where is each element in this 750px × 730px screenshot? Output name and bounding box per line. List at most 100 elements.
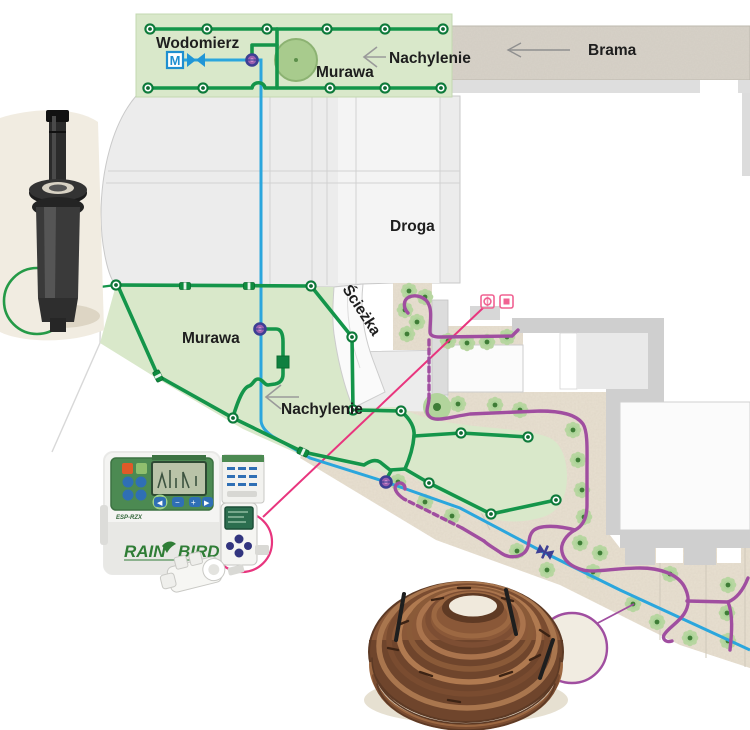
- building-tab-1: [625, 548, 655, 565]
- sprinkler-nozzle-cap: [46, 110, 69, 122]
- sprinkler-product-photo: [0, 110, 104, 341]
- drip-coil-product-photo: [364, 581, 568, 730]
- bird-icon: [162, 541, 176, 553]
- label-murawa-main: Murawa: [182, 330, 240, 347]
- building-right-wall-upper: [648, 318, 664, 390]
- sprinkler-body: [36, 207, 80, 298]
- coil-hole: [449, 595, 497, 617]
- plant-icon: [591, 544, 609, 562]
- sprinkler-node-icon: [261, 23, 273, 35]
- drip-west-dashed: [402, 497, 464, 530]
- tree-icon: [274, 38, 318, 82]
- main-valve-icon: [535, 543, 555, 561]
- sprinkler-node-icon: [379, 82, 391, 94]
- supply-line-layer: M: [165, 50, 750, 652]
- sprinkler-node-icon: [227, 412, 239, 424]
- building-notch-2: [717, 548, 741, 563]
- sprinkler-node-icon: [550, 494, 562, 506]
- lawn-main: [100, 285, 567, 522]
- pipe-top-lateral-2: [146, 80, 447, 90]
- building-notch-1: [656, 548, 683, 563]
- drip-spur-connector: [685, 599, 730, 604]
- plan-labels: Wodomierz Murawa Nachylenie Brama Droga …: [156, 35, 637, 418]
- controller-button[interactable]: [135, 489, 147, 501]
- building-main-room: [619, 401, 750, 531]
- remote-buttons[interactable]: [226, 534, 252, 558]
- signal-layer: [262, 294, 514, 518]
- controller-button[interactable]: [136, 463, 147, 474]
- electric-valve-icon: [253, 322, 267, 336]
- plant-icon: [719, 576, 737, 594]
- sprinkler-node-icon: [110, 279, 122, 291]
- sprinkler-node-icon: [321, 23, 333, 35]
- sprinkler-node-icon: [485, 508, 497, 520]
- label-nachylenie-top: Nachylenie: [389, 50, 471, 67]
- controller-button[interactable]: [172, 497, 184, 507]
- gate-arrow-icon: [506, 42, 570, 58]
- building-small-block: [470, 306, 500, 320]
- drip-arch-right-leg: [559, 528, 585, 572]
- sprinkler-node-icon: [144, 23, 156, 35]
- sprinkler-node-icon: [395, 405, 407, 417]
- sprinkler-node-icon: [423, 477, 435, 489]
- building-tab-2: [684, 548, 716, 565]
- controller-button[interactable]: [135, 476, 147, 488]
- controller-module: [221, 454, 265, 504]
- svg-text:◀: ◀: [157, 500, 163, 507]
- signal-line: [262, 307, 484, 518]
- water-meter-icon: M: [165, 50, 185, 70]
- drip-top-run: [402, 294, 520, 339]
- supply-line: [183, 58, 750, 652]
- sprinkler-riser: [49, 116, 66, 188]
- label-murawa-top: Murawa: [316, 64, 374, 81]
- sprinkler-node-icon: [197, 82, 209, 94]
- plant-icon: [569, 451, 587, 469]
- slope-arrow-icon: [362, 46, 386, 68]
- sprinkler-node-icon: [379, 23, 391, 35]
- sprinkler-node-icon: [455, 427, 467, 439]
- pipe-network: [66, 27, 558, 516]
- label-brama: Brama: [588, 42, 637, 59]
- micro-sprinkler-icon: [499, 294, 514, 309]
- sprinkler-node-icon: [522, 431, 534, 443]
- svg-text:▶: ▶: [204, 500, 210, 507]
- controller-unit: ◀ − + ▶ ESP-RZX RAIN BIRD: [100, 451, 221, 575]
- slope-arrow-icon: [264, 384, 299, 410]
- micro-sprinkler-icon: [480, 294, 495, 309]
- controller-button[interactable]: [122, 476, 134, 488]
- electric-valve-icon: [245, 53, 259, 67]
- label-droga: Droga: [390, 218, 435, 235]
- drip-valve-arch: [482, 524, 577, 559]
- pipe-lobe-bottom: [489, 498, 558, 516]
- drip-west-solid: [460, 526, 486, 543]
- sprinkler-node-icon: [437, 23, 449, 35]
- controller-button[interactable]: [154, 497, 166, 507]
- svg-text:+: +: [191, 498, 196, 507]
- manual-valve-icon: [187, 53, 205, 67]
- coil-callout-line: [593, 603, 635, 626]
- plant-icon: [564, 421, 582, 439]
- label-wodomierz: Wodomierz: [156, 35, 239, 52]
- plant-icon: [648, 613, 666, 631]
- plant-icon: [681, 629, 699, 647]
- building-wall-b: [606, 389, 664, 402]
- sprinkler-foot: [38, 298, 78, 322]
- controller-product-photo: ◀ − + ▶ ESP-RZX RAIN BIRD: [100, 451, 274, 593]
- controller-button[interactable]: [122, 489, 134, 501]
- valve-product: [159, 551, 245, 593]
- svg-text:−: −: [175, 498, 180, 507]
- controller-model: ESP-RZX: [116, 515, 143, 521]
- plant-icon: [571, 534, 589, 552]
- plant-icon: [398, 325, 416, 343]
- building-bottom-wall: [620, 530, 750, 548]
- gate-sidewalk: [452, 80, 750, 93]
- controller-button[interactable]: [189, 497, 201, 507]
- electric-valve-icon: [379, 475, 393, 489]
- drip-main-run: [425, 396, 589, 532]
- building-room-a: [577, 333, 648, 389]
- controller-button[interactable]: [122, 463, 133, 474]
- sprinkler-node-icon: [324, 82, 336, 94]
- controller-button[interactable]: [202, 497, 213, 507]
